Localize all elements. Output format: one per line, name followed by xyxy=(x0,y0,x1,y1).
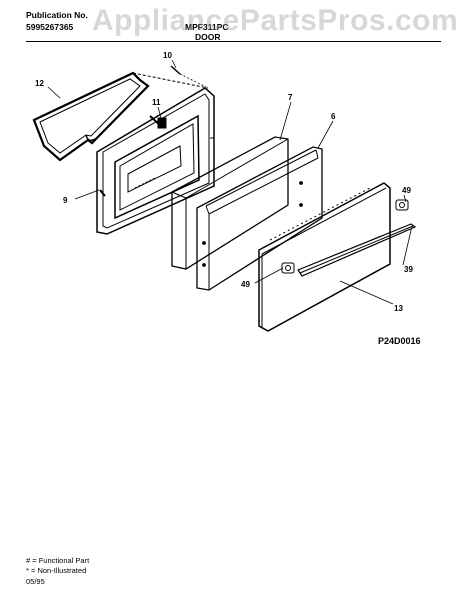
diagram-code: P24D0016 xyxy=(378,336,421,346)
callout-label: 11 xyxy=(152,98,161,107)
legend-functional-part: # = Functional Part xyxy=(26,556,90,565)
outer-door-panel xyxy=(258,182,391,332)
callout-label: 13 xyxy=(394,304,403,313)
revision-date: 05/95 xyxy=(26,577,45,586)
callout-label: 9 xyxy=(63,196,68,205)
inner-door-frame xyxy=(96,87,215,235)
section-title: DOOR xyxy=(195,32,221,42)
callout-label: 12 xyxy=(35,79,44,88)
callout-label: 39 xyxy=(404,265,413,274)
callout-label: 10 xyxy=(163,51,172,60)
header-rule xyxy=(26,41,441,42)
publication-number: 5995267365 xyxy=(26,22,74,32)
handle-end-cap-right xyxy=(395,199,409,211)
door-handle xyxy=(297,223,417,277)
callout-label: 7 xyxy=(288,93,293,102)
insulation xyxy=(171,136,289,270)
model-number: MPF311PC xyxy=(185,22,229,32)
callout-label: 49 xyxy=(402,186,411,195)
callout-label: 49 xyxy=(241,280,250,289)
handle-end-cap-left xyxy=(281,262,295,274)
door-gasket xyxy=(32,71,150,162)
publication-label: Publication No. xyxy=(26,10,88,20)
watermark: AppliancePartsPros.com xyxy=(92,4,459,37)
door-liner xyxy=(196,146,323,291)
screw xyxy=(170,65,207,88)
callout-label: 6 xyxy=(331,112,336,121)
legend-non-illustrated: * = Non-Illustrated xyxy=(26,566,87,575)
